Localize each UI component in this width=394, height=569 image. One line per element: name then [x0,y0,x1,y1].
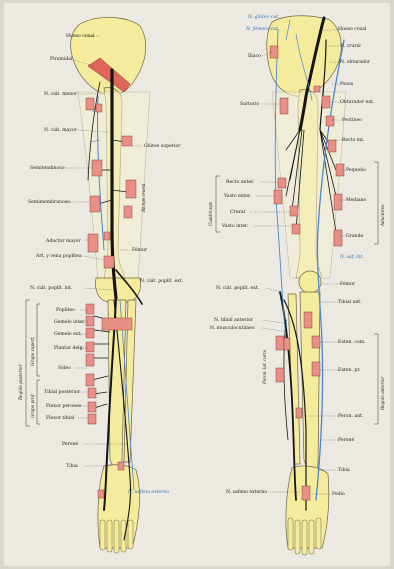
label-right-mediano: Mediano [346,197,367,203]
label-right-peron-lat-corto: Peron. lat. corto [262,349,267,385]
label-left-region-posterior: Región posterior [18,363,23,401]
label-left-grupo-prof: Grupo prof. [30,393,35,418]
left-knee [96,278,141,302]
label-right-crural: Crural [230,209,246,215]
left-toes [100,520,133,553]
label-left-biceps-crural: Bíceps crural [141,183,146,213]
label-right-n-saf-int: N. saf. int. [339,254,364,260]
label-right-n-ciat-poplit-ext: N. ciát. poplít. ext. [216,284,260,291]
label-right-sartorio: Sartorio [240,101,259,107]
label-right-recto-anter: Recto anter. [226,179,255,185]
label-left-tibial-posterior: Tibial posterior [44,389,81,395]
label-right-iliaco: Ilíaco [248,52,261,59]
label-right-pectineo: Pectíneo [342,116,362,123]
label-right-n-crural: N. crural [340,43,361,49]
label-left-piramidal: Piramidal [50,56,73,62]
label-left-n-ciat-menor: N. ciát. menor [44,90,78,97]
label-right-pedio: Pedio [332,491,345,497]
label-right-aductores: Aductores [380,204,385,227]
label-left-art-vena-poplitea: Art. y vena poplítea [35,252,82,259]
label-right-vasto-inter: Vasto inter. [221,223,249,229]
label-right-femur: Fémur [340,280,356,287]
label-right-n-gluteo-cut: N. glúteo-cut. [247,13,280,20]
label-left-semimembranoso: Semimembranoso [28,199,70,205]
label-left-soleo: Sóleo [58,364,71,371]
label-right-exten-com: Exten. com. [338,339,366,345]
label-left-gemelo-inter: Gemelo inter [54,319,85,325]
label-left-hueso-coxal: Hueso coxal [66,33,95,39]
label-right-vasto-exter: Vasto exter. [223,193,252,199]
label-left-popliteo: Popliteo [56,307,75,313]
label-right-peron-ant: Peron. ant. [338,413,364,419]
label-left-tibia: Tibia [66,463,78,469]
label-left-grupo-superf: Grupo superf. [30,336,35,366]
label-right-tibia: Tibia [338,467,350,473]
label-left-n-ciat-poplit-ext: N. ciát. poplít. ext. [140,277,184,284]
label-left-flexor-peroneo: Flexor peroneo [46,403,82,409]
label-left-n-safeno-externo: N. safeno externo [127,489,169,495]
label-right-tibial-ant: Tibial ant. [338,299,362,305]
label-right-psoas: Psoas [340,81,354,87]
label-right-hueso-coxal: Hueso coxal [338,26,367,32]
label-right-recto-int: Recto int. [342,137,365,143]
label-right-n-femoro-cut: N. fémoro-cut. [245,25,280,32]
label-left-semitendinoso: Semitendinoso [30,165,65,171]
label-right-perone: Peroné [338,436,355,443]
label-left-gluteo-superior: Glúteo superior [144,142,181,149]
label-left-aductor-mayor: Aductor mayor [45,238,82,244]
label-right-exten-pr: Exten. pr. [338,367,361,373]
label-left-plantar-delg: Plantar delg. [54,345,85,351]
label-right-region-anterior: Región anterior [380,376,385,411]
label-right-n-obturador: N. obturador [340,59,371,65]
label-left-gemelo-ext: Gemelo ext. [54,331,82,337]
label-right-n-safeno-externo: N. safeno externo [226,489,267,495]
label-right-obturador-ext: Obturador ext. [340,99,375,105]
page-sheet [4,3,390,566]
label-left-n-ciat-mayor: N. ciát. mayor [44,126,78,133]
label-right-pequeno: Pequeño [346,166,366,173]
label-left-n-ciat-poplit-int: N. ciát. poplít. int. [30,284,73,291]
label-right-n-musculocutaneo: N. musculocutáneo [210,324,255,331]
label-right-cuadriceps: Cuádriceps [208,202,213,226]
label-left-perone: Peroné [62,440,79,447]
label-left-flexor-tibial: Flexor tibial [46,415,75,421]
label-left-femur: Fémur [132,246,148,253]
label-right-n-tibial-anterior: N. tibial anterior [214,317,254,323]
label-right-grande: Grande [346,233,364,239]
